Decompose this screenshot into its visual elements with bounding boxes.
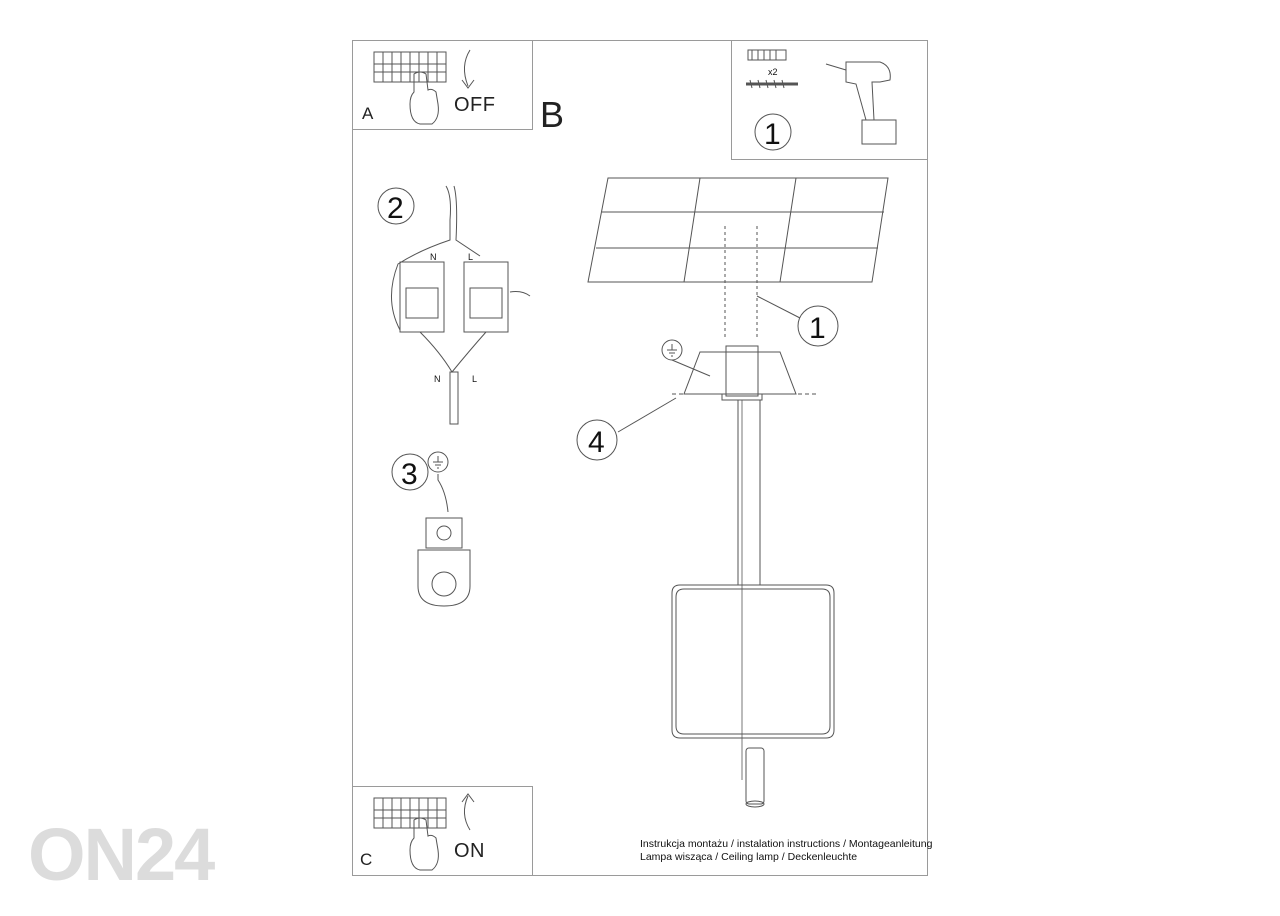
panel-c-letter: C — [360, 850, 373, 869]
hand-icon — [409, 71, 439, 125]
footer-line-2: Lampa wisząca / Ceiling lamp / Deckenleu… — [640, 851, 858, 863]
panel-a-letter: A — [362, 104, 374, 123]
panel-a-off-label: OFF — [454, 94, 496, 116]
pendant-cylinder-icon — [745, 747, 765, 805]
step-1-mount-circle — [797, 305, 839, 347]
screw-icon — [746, 79, 798, 89]
on24-watermark-logo: ON24 — [28, 813, 215, 896]
tools-quantity: x2 — [768, 67, 778, 77]
step-3-ground-circle — [391, 453, 429, 491]
hand-icon-c — [409, 817, 439, 871]
lamp-frame-icon — [671, 584, 835, 739]
breaker-box-icon — [373, 51, 447, 83]
breaker-box-icon-c — [373, 797, 447, 829]
terminal-block-l-icon — [463, 261, 509, 333]
step-1-tools-number: 1 — [764, 118, 781, 151]
step-1-mount-number: 1 — [809, 312, 826, 345]
arrow-down-icon — [461, 49, 475, 89]
footer-caption: Instrukcja montażu / instalation instruc… — [640, 838, 932, 864]
canopy-icon — [672, 345, 818, 401]
panel-c-switch-on — [352, 786, 533, 876]
wire-label-n-bottom: N — [434, 374, 441, 384]
terminal-block-n-icon — [399, 261, 445, 333]
ground-terminal-icon — [417, 517, 471, 607]
ceiling-icon — [587, 177, 889, 283]
arrow-up-icon — [461, 793, 475, 831]
wire-label-l-bottom: L — [472, 374, 477, 384]
step-3-number: 3 — [401, 458, 418, 491]
footer-line-1: Instrukcja montażu / instalation instruc… — [640, 838, 933, 850]
step-2-wiring-circle — [377, 187, 415, 225]
panel-c-on-label: ON — [454, 840, 485, 862]
step-2-number: 2 — [387, 192, 404, 225]
drill-icon — [825, 61, 897, 145]
step-4-screws-circle — [576, 419, 618, 461]
wire-label-l-top: L — [468, 252, 473, 262]
panel-a-switch-off — [352, 40, 533, 130]
panel-b-letter: B — [540, 94, 565, 135]
wall-plug-icon — [747, 49, 787, 61]
finger-icon — [509, 291, 531, 297]
wire-label-n-top: N — [430, 252, 437, 262]
step-4-number: 4 — [588, 426, 605, 459]
step-1-tools-circle — [754, 113, 792, 151]
